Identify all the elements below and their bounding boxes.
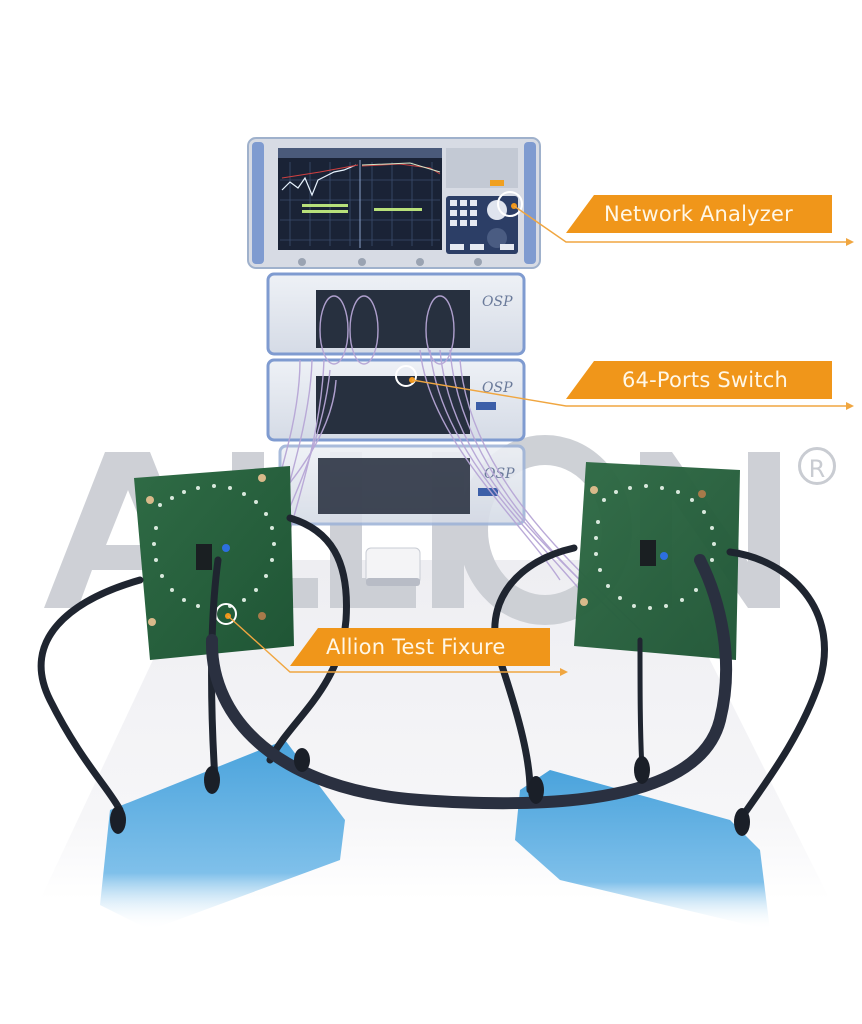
rf-module bbox=[365, 547, 421, 586]
callout-bar bbox=[566, 361, 832, 399]
osp-mark: OSP bbox=[482, 380, 513, 396]
right-fixture bbox=[574, 462, 740, 660]
callout-test-fixture: Allion Test Fixure bbox=[290, 628, 550, 670]
network-analyzer bbox=[247, 137, 541, 269]
analyzer-highlight-ring bbox=[497, 191, 523, 217]
callout-label: Allion Test Fixure bbox=[326, 635, 506, 659]
gooseneck-bases bbox=[110, 748, 750, 836]
registered-mark: R bbox=[798, 447, 836, 485]
osp-mark: OSP bbox=[482, 294, 513, 310]
left-fixture bbox=[134, 466, 294, 660]
callout-network-analyzer: Network Analyzer bbox=[566, 195, 832, 237]
callout-bar bbox=[566, 195, 832, 233]
callout-bar bbox=[290, 628, 550, 666]
base-plate-right bbox=[515, 770, 770, 930]
callout-leaders bbox=[227, 205, 846, 673]
base-plate-left bbox=[100, 740, 345, 930]
callout-label: 64-Ports Switch bbox=[622, 368, 788, 392]
gooseneck-cables bbox=[37, 514, 828, 824]
leader-arrowheads bbox=[560, 238, 854, 676]
callout-label: Network Analyzer bbox=[604, 202, 793, 226]
callout-switch: 64-Ports Switch bbox=[566, 361, 832, 403]
switch-highlight-ring bbox=[395, 365, 417, 387]
